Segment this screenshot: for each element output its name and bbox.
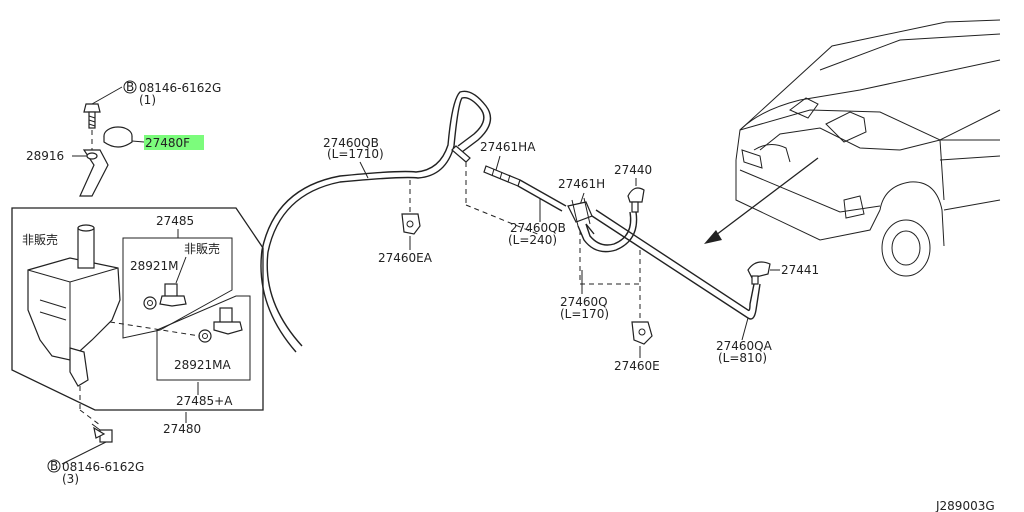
bolt-bottom	[91, 423, 113, 443]
label-hose-qa-len: (L=810)	[718, 351, 767, 365]
bolt-marker-top-text: B	[126, 80, 134, 94]
label-bolt-bottom: 08146-6162G	[62, 460, 144, 474]
label-tank-assy: 27485	[156, 214, 194, 228]
vehicle-illustration	[735, 19, 1001, 277]
bolt-top	[83, 103, 101, 129]
pump-ma-part	[198, 307, 243, 343]
label-not-for-sale-2: 非販売	[184, 241, 220, 256]
hose-qb-long	[260, 90, 492, 353]
bolt-marker-bottom-text: B	[50, 459, 58, 473]
joint-ha-part	[483, 165, 521, 187]
label-pump-ma: 28921MA	[174, 358, 232, 372]
label-hose-qb-mid-len: (L=240)	[508, 233, 557, 247]
hose-qa	[591, 209, 761, 320]
joint-h-part	[567, 197, 593, 227]
pump-subbox-1	[122, 237, 233, 339]
label-cap[interactable]: 27480F	[145, 136, 190, 150]
pump-subbox-2	[156, 295, 251, 381]
label-clip-e: 27460E	[614, 359, 660, 373]
label-nozzle-2: 27441	[781, 263, 819, 277]
pump-m-part	[143, 283, 187, 310]
label-bolt-top: 08146-6162G	[139, 81, 221, 95]
bracket-part	[79, 149, 109, 197]
label-hose-qa: 27460QA	[716, 339, 773, 353]
label-nozzle: 27440	[614, 163, 652, 177]
tank-cap	[103, 126, 133, 148]
tank-outline-box	[11, 207, 264, 411]
label-joint-ha: 27461HA	[480, 140, 536, 154]
label-bolt-bottom-qty: (3)	[62, 472, 79, 486]
bolt-marker-top	[123, 80, 137, 94]
clip-e-part	[631, 321, 653, 345]
label-bracket: 28916	[26, 149, 64, 163]
direction-arrow-head	[704, 230, 722, 244]
label-hose-qb-top: 27460QB	[323, 136, 379, 150]
label-hose-q: 27460Q	[560, 295, 608, 309]
label-hose-q-len: (L=170)	[560, 307, 609, 321]
label-hose-qb-top-len: (L=1710)	[327, 147, 384, 161]
nozzle-2-part	[747, 261, 771, 285]
drawing-code: J289003G	[935, 499, 995, 512]
washer-tank	[27, 224, 121, 387]
clip-ea-part	[401, 213, 421, 235]
highlight-27480F	[144, 135, 204, 150]
nozzle-part	[627, 187, 645, 213]
label-tank-assy-main: 27480	[163, 422, 201, 436]
label-bolt-top-qty: (1)	[139, 93, 156, 107]
bolt-marker-bottom	[47, 459, 61, 473]
label-clip-ea: 27460EA	[378, 251, 433, 265]
label-hose-qb-mid: 27460QB	[510, 221, 566, 235]
label-joint-h: 27461H	[558, 177, 605, 191]
label-not-for-sale-1: 非販売	[22, 232, 58, 247]
label-tank-assy-a: 27485+A	[176, 394, 233, 408]
label-pump-m: 28921M	[130, 259, 179, 273]
